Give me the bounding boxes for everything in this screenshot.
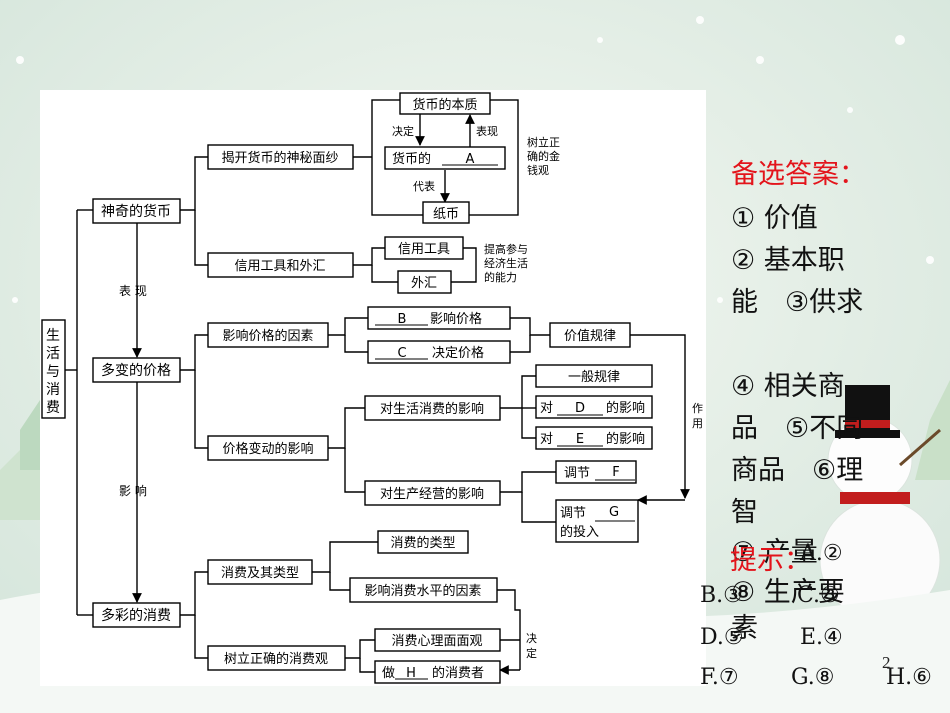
node-money: 神奇的货币 — [101, 203, 171, 220]
node-jiazhi: 价值规律 — [564, 328, 616, 344]
page-number: 2 — [882, 653, 891, 672]
node-price: 多变的价格 — [101, 362, 171, 379]
label-daibiao: 代表 — [413, 179, 435, 193]
node-xinyonggongju: 信用工具 — [398, 242, 450, 257]
answer-line-4: ④ 相关商 — [731, 371, 845, 402]
node-zhengque: 树立正确的消费观 — [224, 651, 328, 667]
node-xinli: 消费心理面面观 — [391, 634, 482, 649]
note-tigao-2: 经济生活 — [484, 256, 528, 270]
node-leixing: 消费的类型 — [390, 535, 455, 551]
answer-line-5: 品 ⑤不同 — [731, 413, 864, 444]
node-touru: 的投入 — [560, 524, 599, 540]
answer-line-1: ① 价值 — [731, 203, 818, 234]
node-tiaojie-f: 调节 — [564, 466, 590, 481]
node-huobide: 货币的 — [392, 151, 431, 167]
note-shuli-2: 确的金 — [527, 149, 560, 163]
node-tiaojie-g: 调节 — [560, 506, 586, 521]
hint-f: F.⑦ — [700, 665, 739, 690]
node-e-rest: 的影响 — [606, 431, 645, 447]
concept-map: 生 活 与 消 费 神奇的货币 多变的价格 多彩的消费 表 现 影 响 揭开货币… — [41, 92, 703, 684]
hint-a: A.② — [800, 541, 843, 566]
node-xiaofeizhe: 的消费者 — [432, 665, 484, 681]
node-xinyong: 信用工具和外汇 — [234, 259, 325, 274]
link-yingxiang: 影 响 — [119, 483, 147, 498]
label-jueding-2: 定 — [526, 646, 537, 660]
answer-line-6: 商品 ⑥理 — [731, 455, 864, 486]
concept-map-panel: 生 活 与 消 费 神奇的货币 多变的价格 多彩的消费 表 现 影 响 揭开货币… — [40, 90, 706, 686]
answers-title: 备选答案： — [731, 159, 866, 190]
node-d-rest: 的影响 — [606, 400, 645, 416]
answer-line-7: 智 — [731, 497, 758, 528]
node-yiban: 一般规律 — [568, 369, 620, 385]
node-b-rest: 影响价格 — [430, 311, 482, 327]
node-yingxiangyinsu: 影响价格的因素 — [222, 328, 313, 344]
node-shengchan: 对生产经营的影响 — [380, 486, 484, 502]
answer-line-2: ② 基本职 — [731, 245, 845, 276]
hint-g: G.⑧ — [791, 665, 835, 690]
answer-line-10: 素 — [731, 613, 758, 644]
blank-f: F — [612, 465, 619, 480]
node-shuiping: 影响消费水平的因素 — [364, 583, 481, 599]
label-jueding-1: 决 — [526, 632, 537, 645]
hint-c: C.③ — [797, 583, 840, 608]
node-zuo: 做 — [382, 666, 395, 681]
blank-d: D — [575, 401, 585, 416]
hint-label: 提示： — [730, 545, 811, 576]
note-tigao-3: 的能力 — [484, 270, 517, 284]
root-char-3: 与 — [46, 364, 60, 380]
note-shuli-1: 树立正 — [527, 135, 560, 149]
node-biandong: 价格变动的影响 — [222, 441, 313, 457]
root-char-5: 费 — [46, 400, 60, 416]
node-consume: 多彩的消费 — [101, 607, 171, 624]
blank-h: H — [406, 666, 416, 681]
root-char-4: 消 — [46, 382, 60, 398]
note-tigao-1: 提高参与 — [484, 242, 528, 256]
answer-line-3: 能 ③供求 — [731, 287, 864, 318]
node-dui-d: 对 — [540, 401, 553, 416]
node-zhibi: 纸币 — [433, 207, 459, 222]
answer-line-9: ⑧ 生产要 — [731, 577, 845, 608]
hint-e: E.④ — [800, 625, 843, 650]
link-biaoxian: 表 现 — [119, 284, 147, 298]
blank-b: B — [398, 312, 407, 327]
note-shuli-3: 钱观 — [527, 163, 549, 177]
node-waihui: 外汇 — [411, 276, 437, 291]
blank-c: C — [397, 346, 406, 361]
node-dui-e: 对 — [540, 432, 553, 447]
hint-d: D.⑤ — [700, 625, 744, 650]
hint-b: B.③ — [700, 583, 743, 608]
node-jiekai: 揭开货币的神秘面纱 — [221, 150, 338, 166]
blank-e: E — [576, 432, 584, 447]
hint-h: H.⑥ — [886, 665, 932, 690]
root-char-1: 生 — [46, 328, 60, 344]
blank-g: G — [609, 505, 619, 520]
blank-a: A — [466, 152, 475, 167]
node-c-rest: 决定价格 — [432, 345, 484, 361]
node-shenghuo: 对生活消费的影响 — [380, 401, 484, 417]
label-biaoxian: 表现 — [476, 124, 498, 138]
label-jueding: 决定 — [392, 124, 414, 138]
node-jileixing: 消费及其类型 — [221, 566, 299, 581]
label-zuoyong-1: 作 — [692, 402, 703, 415]
root-char-2: 活 — [46, 346, 60, 362]
label-zuoyong-2: 用 — [692, 417, 703, 430]
snowman — [819, 385, 941, 621]
node-benzhi: 货币的本质 — [412, 97, 477, 113]
answer-line-8: ⑦ 产量 — [731, 537, 818, 568]
